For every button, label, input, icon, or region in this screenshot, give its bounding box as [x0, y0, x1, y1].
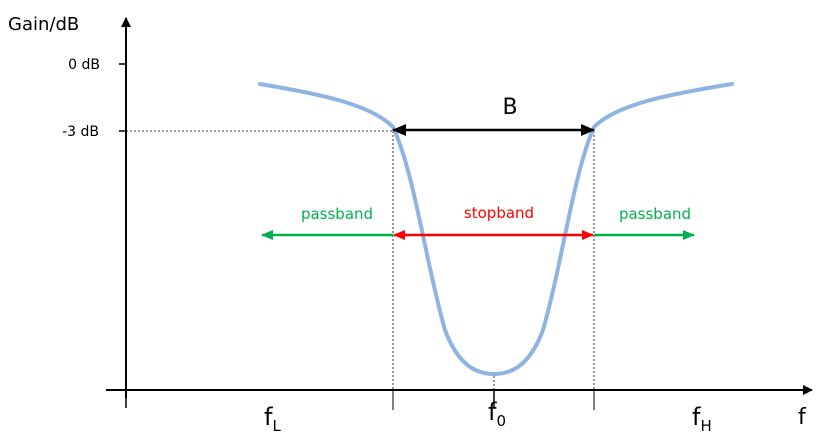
response-curve [258, 82, 734, 377]
bandwidth-label: B [502, 95, 517, 120]
f-high-label: fH [692, 403, 712, 435]
y-tick-label-3db: -3 dB [62, 124, 99, 140]
f-center-label: f0 [488, 398, 506, 430]
passband-right-label: passband [619, 205, 691, 223]
stopband-label: stopband [464, 204, 534, 222]
f-low-label: fL [264, 403, 281, 435]
y-axis-label: Gain/dB [8, 14, 79, 35]
y-tick-label-0db: 0 dB [68, 57, 100, 73]
passband-left-label: passband [301, 205, 373, 223]
x-axis-label: f [798, 405, 807, 430]
